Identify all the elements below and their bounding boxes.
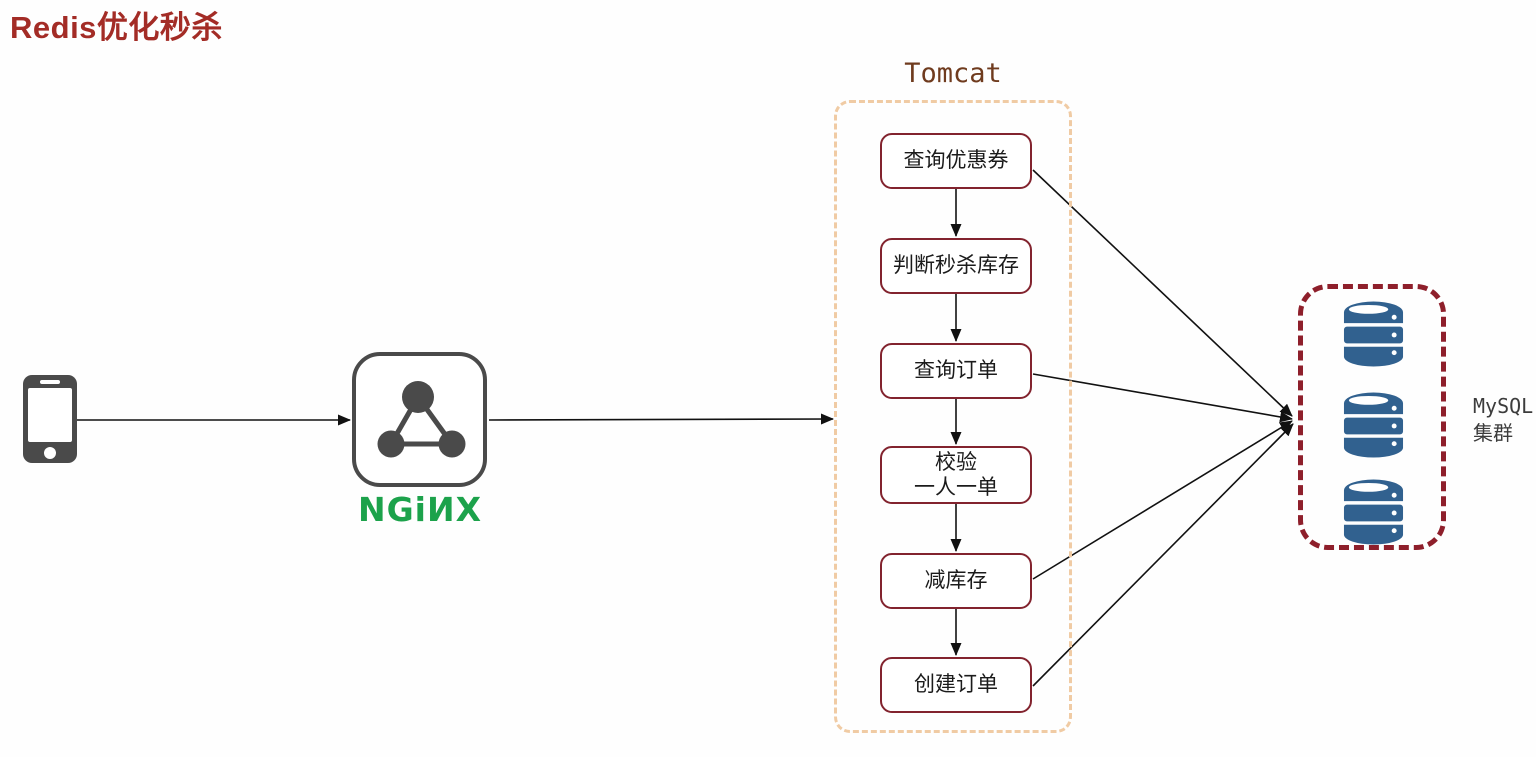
tomcat-container-box [834,100,1072,733]
page-title: Redis优化秒杀 [10,10,223,45]
arrow-nginx-to-tomcat [488,413,834,425]
step-label: 创建订单 [914,673,998,697]
database-icon [1343,479,1404,545]
nginx-triangle-icon [377,381,466,458]
mysql-cluster-label: MySQL 集群 [1473,393,1533,447]
database-icon [1343,301,1404,367]
mysql-label-line2: 集群 [1473,421,1513,445]
tomcat-label: Tomcat [904,58,1002,89]
step-label: 查询订单 [914,359,998,383]
step-query-order: 查询订单 [880,343,1032,399]
step-reduce-stock: 减库存 [880,553,1032,609]
step-verify-one-order-per-user: 校验 一人一单 [880,446,1032,504]
phone-icon [23,375,77,463]
step-check-seckill-stock: 判断秒杀库存 [880,238,1032,294]
arrow-reduce-stock-to-mysql [1032,420,1293,580]
step-label: 判断秒杀库存 [893,254,1019,278]
phone-screen [28,388,72,442]
phone-home-button [44,447,56,459]
mysql-cluster-box [1298,284,1446,550]
nginx-wordmark: NGiИX [357,490,483,529]
arrow-query-coupon-to-mysql [1032,169,1293,417]
arrow-query-order-to-mysql [1032,373,1293,423]
arrow-create-order-to-mysql [1032,423,1294,687]
step-label: 校验 一人一单 [914,450,998,499]
phone-speaker [40,380,60,384]
step-label: 查询优惠券 [903,149,1009,173]
step-label: 减库存 [924,569,988,593]
nginx-icon [352,352,487,487]
step-query-coupon: 查询优惠券 [880,133,1032,189]
step-create-order: 创建订单 [880,657,1032,713]
database-icon [1343,392,1404,458]
mysql-label-line1: MySQL [1473,394,1534,418]
